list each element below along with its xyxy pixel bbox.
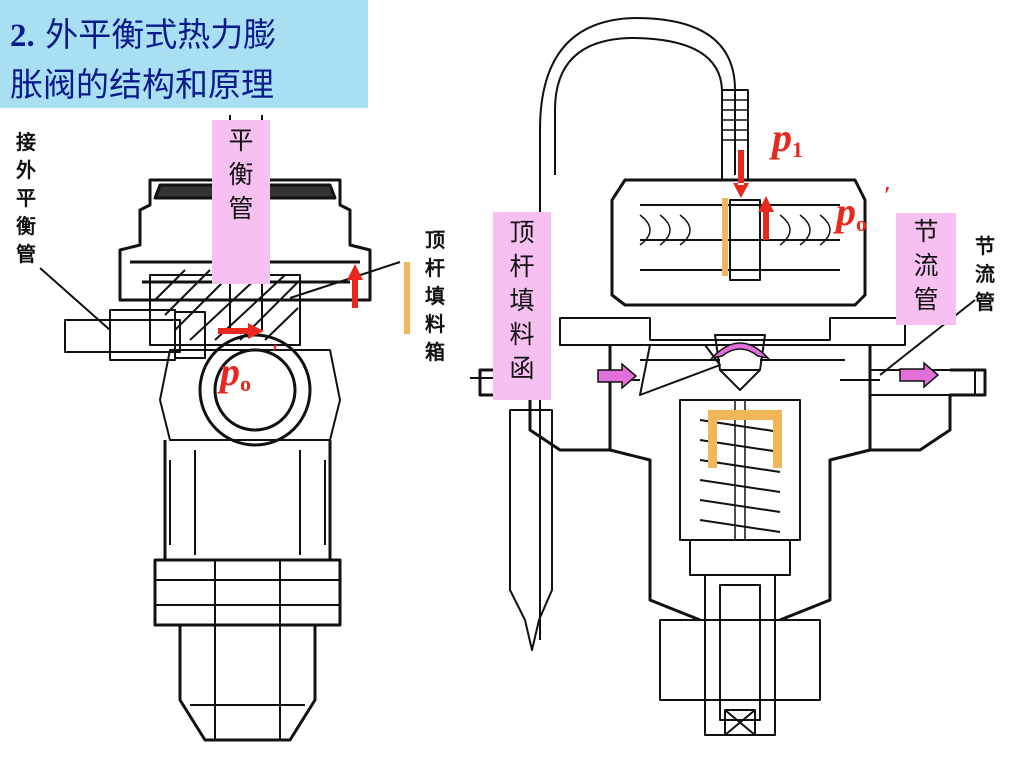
p1-down-arrow <box>733 150 749 198</box>
left-up-arrow <box>347 264 363 308</box>
pressure-arrows <box>218 150 774 339</box>
left-right-arrow <box>218 323 264 339</box>
label-balance-pipe-left: 接 外 平 衡 管 <box>16 130 36 266</box>
pressure-p1: p1 <box>772 115 803 163</box>
inlet-flow-arrow <box>597 362 638 390</box>
label-balance-pipe-box: 平 衡 管 <box>212 120 270 284</box>
pressure-po-left: po′ <box>220 341 279 396</box>
title-number: 2. <box>10 18 35 54</box>
label-stem-packing-box: 顶 杆 填 料 箱 <box>425 228 445 364</box>
flow-arrows <box>597 342 940 390</box>
title-line-2: 胀阀的结构和原理 <box>10 65 274 104</box>
packing-markers <box>404 198 782 468</box>
label-throttle-pipe-right: 节 流 管 <box>975 234 995 314</box>
label-throttle-pipe-box: 节 流 管 <box>896 213 956 325</box>
right-packing-bar <box>722 198 728 276</box>
left-packing-bar <box>404 262 410 334</box>
outlet-flow-arrow <box>899 361 940 389</box>
title-text-1: 外平衡式热力膨 <box>45 15 277 54</box>
title-box: 2. 外平衡式热力膨 胀阀的结构和原理 <box>0 0 368 108</box>
needle-flow-arrow <box>709 342 771 360</box>
left-valve-body <box>64 115 372 742</box>
title-line-1: 2. 外平衡式热力膨 <box>10 8 276 56</box>
po-up-arrow <box>758 196 774 240</box>
pressure-po-right: po′ <box>836 183 891 236</box>
label-stem-packing-letter: 顶 杆 填 料 函 <box>493 212 551 400</box>
spring-cup-bracket <box>708 410 782 468</box>
